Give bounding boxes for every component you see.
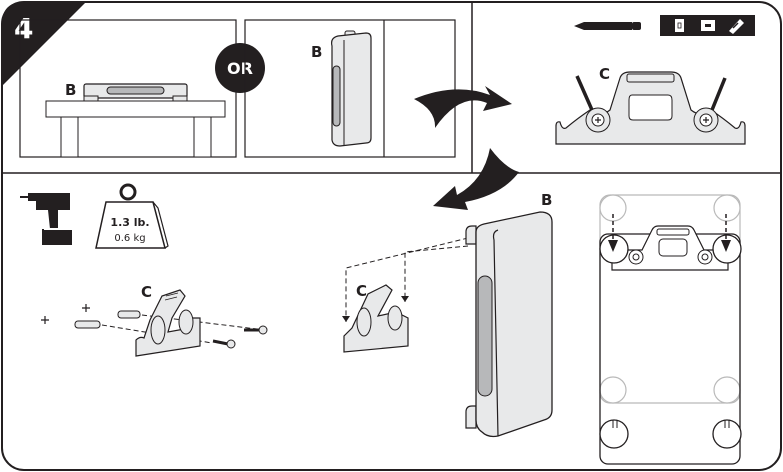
panel-mark-holes: C — [555, 15, 755, 145]
curved-arrow-down-left-icon — [433, 148, 519, 210]
bracket-label-c: C — [141, 283, 152, 301]
bracket-label-c: C — [356, 282, 367, 300]
wall-anchor-upper — [117, 310, 141, 319]
bracket-c-back — [611, 225, 729, 271]
wall-marks — [41, 304, 90, 324]
panel-table-option: B — [19, 19, 237, 158]
align-arrow-right-icon — [721, 240, 731, 252]
pencil-icon — [574, 22, 641, 30]
device-label-b: B — [541, 191, 552, 209]
foot-slot — [612, 420, 618, 428]
wall-anchor-lower — [74, 320, 101, 329]
panel-drill-mount: 1.3 lb. 0.6 kg — [20, 183, 268, 357]
device-foot — [712, 419, 742, 449]
or-text: OR — [227, 59, 253, 78]
panel-frame — [244, 19, 456, 158]
weight-metric: 0.6 kg — [114, 233, 145, 244]
level-icon — [675, 19, 684, 32]
pencil-mark-right — [710, 77, 727, 111]
bracket-c-front — [555, 71, 746, 145]
step-badge: 4 — [2, 2, 86, 86]
drop-guide-left — [345, 237, 469, 322]
ghost-foot — [713, 194, 741, 222]
panel-hang-device: B C — [342, 191, 553, 438]
or-badge: OR — [215, 43, 265, 93]
bracket-label-c: C — [599, 65, 610, 83]
device-label-b: B — [65, 81, 76, 99]
weight-icon: 1.3 lb. 0.6 kg — [95, 183, 169, 249]
align-arrow-left-icon — [608, 240, 618, 252]
drop-arrow-right-icon — [401, 296, 409, 302]
curved-arrow-right-icon — [414, 86, 512, 128]
bracket-c-exploded — [135, 289, 201, 357]
tools-bar — [660, 15, 755, 36]
pencil-mark-left — [575, 75, 594, 111]
ghost-foot — [599, 376, 627, 404]
drop-arrow-left-icon — [342, 316, 350, 322]
step-number: 4 — [14, 12, 33, 45]
bracket-c-mounted — [343, 284, 409, 353]
device-b-wall — [331, 30, 372, 147]
table-top — [45, 100, 226, 118]
device-foot — [599, 419, 629, 449]
screw-lower — [212, 339, 236, 349]
device-label-b: B — [311, 43, 322, 61]
drop-guide-right — [404, 245, 469, 302]
table-leg-left — [60, 116, 79, 158]
spirit-level-icon — [701, 20, 715, 31]
screwdriver-icon — [729, 19, 744, 34]
drill-icon — [20, 193, 72, 245]
foot-slot — [724, 420, 730, 428]
device-b-flat — [83, 83, 188, 102]
panel-wall-option: B — [244, 19, 456, 158]
weight-imperial: 1.3 lb. — [110, 216, 149, 229]
table-leg-right — [193, 116, 212, 158]
screw-upper — [244, 325, 268, 335]
step-badge-bg — [2, 2, 86, 86]
device-b-standing — [465, 211, 553, 438]
ghost-foot — [713, 376, 741, 404]
panel-alignment-view — [599, 194, 742, 465]
